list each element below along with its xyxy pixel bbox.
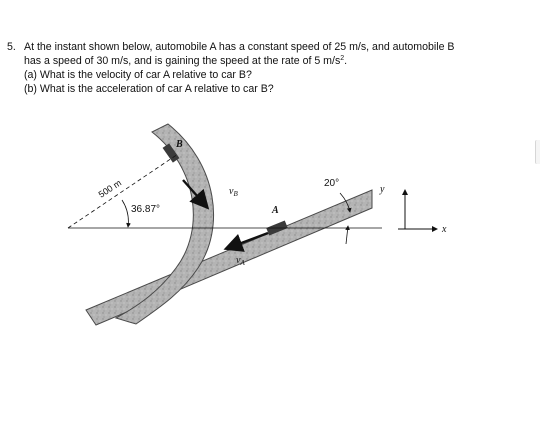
problem-line-2: has a speed of 30 m/s, and is gaining th…	[24, 54, 347, 68]
label-velocity-a: vA	[236, 255, 245, 267]
problem-line-2-text: has a speed of 30 m/s, and is gaining th…	[24, 55, 341, 67]
problem-line-1: At the instant shown below, automobile A…	[24, 41, 455, 53]
car-b	[162, 143, 180, 163]
angle-arc-curve	[121, 199, 131, 228]
label-velocity-b: vB	[229, 186, 238, 198]
label-car-a: A	[271, 205, 279, 216]
question-part-b: (b) What is the acceleration of car A re…	[24, 83, 274, 95]
label-angle-road: 20°	[324, 178, 339, 189]
label-radius: 500 m	[97, 178, 123, 200]
road-a-pointer	[345, 225, 350, 245]
problem-number: 5.	[7, 41, 16, 53]
label-angle-curve: 36.87°	[131, 204, 160, 215]
radius-line	[67, 153, 179, 229]
label-car-b: B	[175, 139, 183, 150]
question-part-a: (a) What is the velocity of car A relati…	[24, 69, 252, 81]
road-b	[114, 123, 215, 325]
label-axis-y: y	[379, 184, 385, 195]
coordinate-axes	[398, 189, 438, 232]
velocity-b-arrow	[182, 179, 210, 210]
road-a	[85, 189, 373, 326]
velocity-a-arrow	[223, 231, 269, 252]
problem-line-2-end: .	[344, 55, 348, 67]
angle-arc-road	[339, 192, 352, 213]
scrollbar-edge[interactable]	[535, 140, 540, 164]
label-axis-x: x	[441, 224, 447, 235]
exponent: 2	[340, 55, 345, 62]
